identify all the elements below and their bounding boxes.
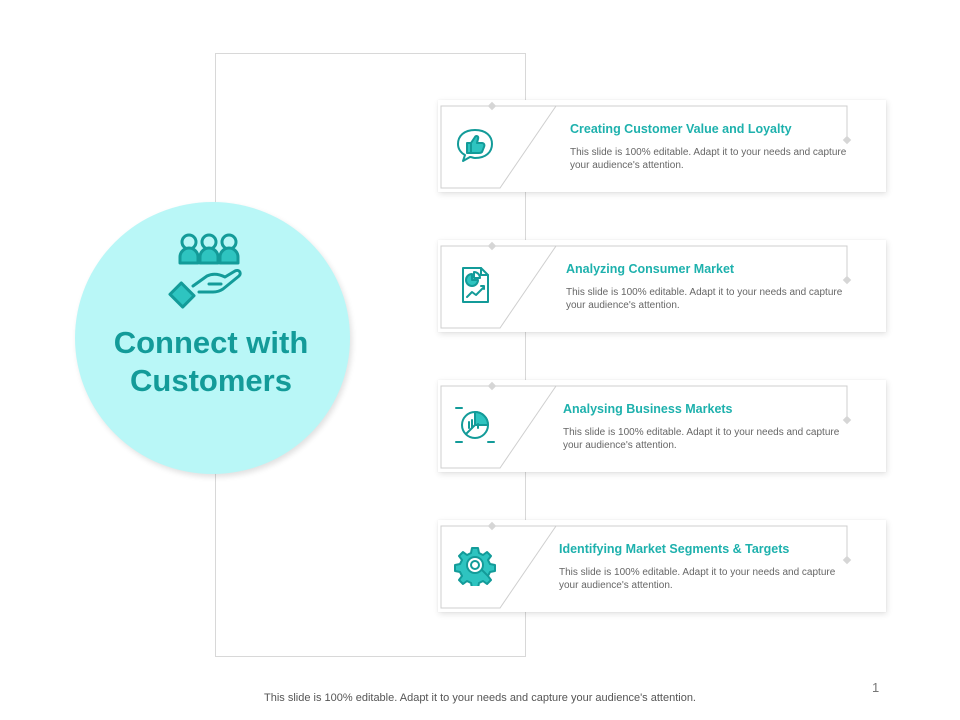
- card-identifying-market-segments: Identifying Market Segments & Targets Th…: [438, 520, 886, 612]
- report-chart-icon: [462, 267, 489, 303]
- card-description: This slide is 100% editable. Adapt it to…: [570, 147, 847, 171]
- card-frame-lines: [440, 241, 852, 329]
- pie-chart-icon: [455, 407, 495, 443]
- card-title: Analyzing Consumer Market: [566, 262, 735, 276]
- card-analyzing-consumer-market: Analyzing Consumer Market This slide is …: [438, 240, 886, 332]
- gear-target-icon: [454, 547, 496, 586]
- thumbs-up-icon: [457, 129, 493, 162]
- card-title: Identifying Market Segments & Targets: [559, 542, 790, 556]
- card-description: This slide is 100% editable. Adapt it to…: [559, 567, 836, 591]
- card-frame-lines: [440, 381, 852, 469]
- card-description: This slide is 100% editable. Adapt it to…: [563, 427, 840, 451]
- page-number: 1: [872, 680, 880, 695]
- customers-hand-icon: [168, 233, 242, 309]
- card-title: Analysing Business Markets: [563, 402, 733, 416]
- hero-title: Connect with Customers: [113, 325, 309, 398]
- card-frame-lines: [440, 521, 852, 609]
- footer-note: This slide is 100% editable. Adapt it to…: [264, 692, 696, 704]
- card-frame-lines: [440, 101, 852, 189]
- card-description: This slide is 100% editable. Adapt it to…: [566, 287, 843, 311]
- card-title: Creating Customer Value and Loyalty: [570, 122, 792, 136]
- card-analysing-business-markets: Analysing Business Markets This slide is…: [438, 380, 886, 472]
- card-creating-customer-value: Creating Customer Value and Loyalty This…: [438, 100, 886, 192]
